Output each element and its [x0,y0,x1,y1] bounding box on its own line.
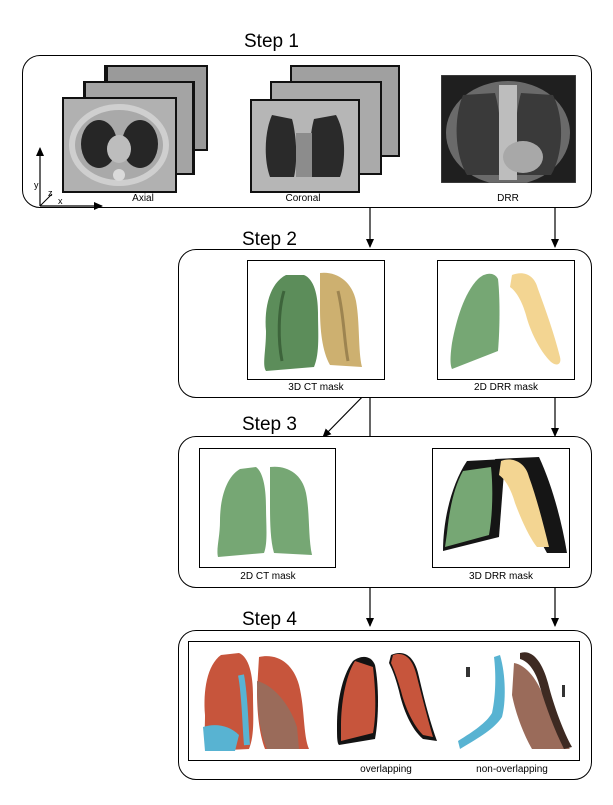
axis-y-label: y [34,180,39,190]
axial-ct-stack [62,63,212,193]
step-2-title: Step 2 [242,229,297,250]
axial-label: Axial [132,193,154,204]
drr3d-mask-label: 3D DRR mask [469,571,533,582]
ct2d-mask-frame [199,448,336,568]
coronal-ct-stack [250,63,402,195]
drr-label: DRR [497,193,519,204]
axis-x-label: x [58,196,63,206]
coronal-label: Coronal [285,193,321,204]
step-4-title: Step 4 [242,609,297,630]
axis-z-label: z [48,188,53,198]
step-3-title: Step 3 [242,414,297,435]
combined-overlay-render [195,645,323,755]
drr2d-mask-label: 2D DRR mask [474,382,538,393]
drr2d-mask-frame [437,260,575,380]
drr3d-mask-frame [432,448,570,568]
ct3d-mask-label: 3D CT mask [288,382,344,393]
ct2d-mask-label: 2D CT mask [240,571,296,582]
xyz-axes [30,142,110,210]
ct3d-mask-frame [247,260,385,380]
drr-image [441,75,576,183]
non-overlapping-render [454,645,576,755]
non-overlapping-label: non-overlapping [476,764,548,775]
overlapping-render [333,645,445,755]
step-1-title: Step 1 [244,31,299,52]
overlapping-label: overlapping [360,764,412,775]
